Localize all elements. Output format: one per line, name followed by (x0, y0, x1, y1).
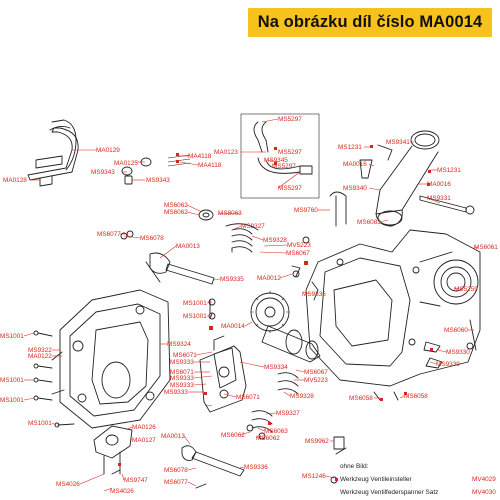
callout-label: MS4026 (56, 481, 80, 488)
callout-label: MS6067 (304, 369, 328, 376)
callout-label: MS1001 (183, 313, 207, 320)
callout-label: MS6071 (173, 352, 197, 359)
callout-label: MS9327 (241, 223, 265, 230)
callout-label: MS9322 (28, 347, 52, 354)
callout-label: MS1001 (28, 420, 52, 427)
callout-label: MS9345 (264, 157, 288, 164)
tool-name: Werkzeug Ventilfederspanner Satz (340, 489, 438, 496)
callout-label: MA0127 (132, 437, 156, 444)
callout-label: MS6062 (221, 432, 245, 439)
callout-label: MS9333 (170, 359, 194, 366)
callout-label: MA0123 (214, 149, 238, 156)
callout-label: MA0129 (96, 147, 120, 154)
callout-label: MA0013 (161, 433, 185, 440)
callout-label: MS6083 (357, 219, 381, 226)
callout-label: MS5297 (278, 149, 302, 156)
callout-label: MA0128 (3, 177, 27, 184)
callout-label: MS9340 (343, 185, 367, 192)
callout-label: MS9962 (305, 438, 329, 445)
callout-label: MS9747 (124, 477, 148, 484)
banner-title: Na obrázku díl číslo MA0014 (257, 13, 483, 31)
callout-label: MA4118 (188, 153, 212, 160)
callout-label: MA0013 (176, 243, 200, 250)
callout-label: MS9335 (220, 276, 244, 283)
tool-code: MV4029 (472, 476, 496, 483)
callout-label: MS1231 (338, 144, 362, 151)
part-callouts: MA0129 MA0128 MA0125 MS9343 MS9343 MA411… (0, 116, 498, 495)
callout-label: MV5223 (304, 377, 328, 384)
tool-code: MV4030 (472, 489, 496, 496)
callout-label: MS9331 (427, 195, 451, 202)
callout-label: MA0012 (257, 275, 281, 282)
callout-label: MS5297 (278, 185, 302, 192)
callout-label: MS9328 (263, 237, 287, 244)
callout-label: MS9333 (170, 375, 194, 382)
callout-label: MA4118 (198, 162, 222, 169)
callout-label: MA0125 (114, 160, 138, 167)
callout-label: MS9324 (167, 341, 191, 348)
callout-label: MS6058 (404, 393, 428, 400)
callout-label: MS9339 (436, 361, 460, 368)
callout-label: MS6058 (349, 395, 373, 402)
callout-label: MS5259 (454, 286, 478, 293)
callout-label: MS6060 (444, 327, 468, 334)
callout-label: MS8063 (218, 210, 242, 217)
callout-label: MS1001 (0, 377, 24, 384)
callout-label: MS6071 (236, 394, 260, 401)
callout-label: MS1001 (183, 300, 207, 307)
callout-label: MS6078 (140, 235, 164, 242)
callout-label: MS9343 (146, 177, 170, 184)
callout-label: MS6077 (97, 231, 121, 238)
part-number-banner: Na obrázku díl číslo MA0014 (248, 8, 492, 37)
callout-label: MS9328 (290, 393, 314, 400)
callout-label: MV5223 (287, 242, 311, 249)
callout-label: MS6077 (164, 479, 188, 486)
callout-label: MS6063 (264, 428, 288, 435)
leader-lines (23, 118, 479, 492)
callout-label: MA0016 (427, 181, 451, 188)
callout-label: MS9343 (91, 169, 115, 176)
callout-label: MS9760 (294, 207, 318, 214)
callout-label: MS9341 (386, 139, 410, 146)
red-detail-parts (118, 145, 433, 481)
callout-label: MS1246 (302, 473, 326, 480)
callout-label: MS6062 (164, 202, 188, 209)
callout-label: MA0014 (221, 323, 245, 330)
callout-label: MS1231 (437, 167, 461, 174)
callout-label: MS6067 (286, 250, 310, 257)
callout-label: MS5297 (278, 116, 302, 123)
callout-label: MS6062 (256, 435, 280, 442)
callout-label: MS1001 (0, 333, 24, 340)
callout-label: MS6062 (164, 209, 188, 216)
callout-label: MS5297 (272, 163, 296, 170)
callout-label: MS9327 (276, 410, 300, 417)
callout-label: MS9333 (170, 382, 194, 389)
callout-label: MS6071 (170, 369, 194, 376)
footer-heading: ohne Bild: (340, 463, 369, 470)
callout-label: MS9333 (164, 389, 188, 396)
callout-label: MS9336 (244, 464, 268, 471)
callout-label: MS1001 (0, 397, 24, 404)
tools-without-picture: ohne Bild: Werkzeug Ventileinsteller MV4… (340, 463, 496, 496)
callout-label: MA0122 (28, 353, 52, 360)
callout-label: MA0126 (132, 424, 156, 431)
callout-label: MS9330 (446, 349, 470, 356)
callout-label: MS6078 (164, 467, 188, 474)
callout-label: MS9334 (264, 364, 288, 371)
tool-name: Werkzeug Ventileinsteller (340, 476, 413, 483)
callout-label: MS9336 (302, 291, 326, 298)
callout-label: MS6061 (474, 244, 498, 251)
callout-label: MS4026 (110, 488, 134, 495)
callout-label: MA0016 (343, 161, 367, 168)
part-drawings (27, 113, 481, 489)
